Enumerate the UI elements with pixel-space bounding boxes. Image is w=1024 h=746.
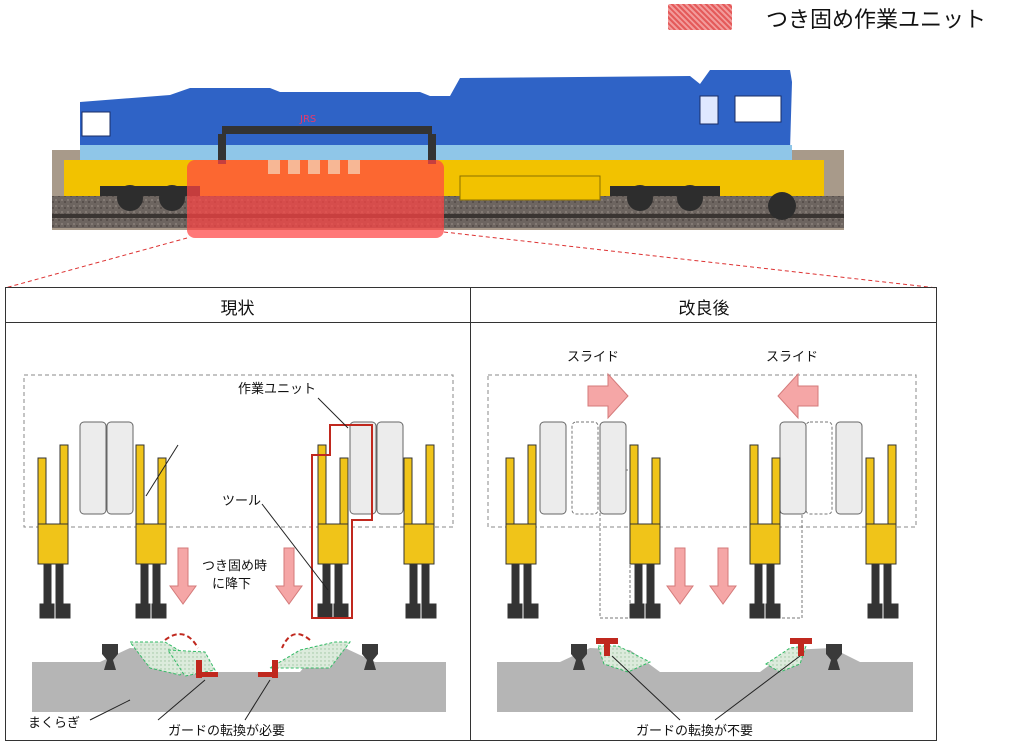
header-divider: [5, 322, 937, 323]
work-unit-gray-right: [539, 421, 863, 515]
work-unit-highlight: [187, 160, 444, 238]
slide-arrow-icon: [587, 372, 819, 420]
label-sleeper: まくらぎ: [28, 716, 81, 731]
guard-red-right: [596, 638, 812, 656]
comparison-frame: [5, 287, 937, 741]
current-panel-drawing: [23, 374, 454, 721]
improved-panel-drawing: [487, 372, 917, 721]
label-tamping-lower-2: に降下: [212, 577, 252, 592]
guard-area-right: [597, 645, 807, 673]
legend-swatch: [668, 4, 732, 30]
label-work-unit: 作業ユニット: [238, 382, 317, 397]
label-tamping-lower-1: つき固め時: [202, 559, 268, 574]
label-guard-needed: ガードの転換が必要: [168, 724, 286, 739]
projection-line-left: [4, 237, 188, 289]
tool-yellow-right: [505, 444, 899, 619]
rail-left-panel: [102, 644, 378, 670]
panel-title-current: 現状: [220, 299, 255, 319]
label-tool: ツール: [222, 494, 262, 509]
rail-right-panel: [571, 644, 842, 670]
lower-arrow-icon: [666, 547, 737, 605]
panel-divider: [470, 287, 471, 741]
locomotive-photo: JRS: [52, 70, 844, 238]
svg-text:JRS: JRS: [299, 114, 316, 125]
label-slide-right: スライド: [766, 350, 819, 365]
legend-label: つき固め作業ユニット: [766, 8, 987, 33]
projection-line-right: [443, 231, 938, 289]
label-guard-unneeded: ガードの転換が不要: [636, 724, 754, 739]
panel-title-improved: 改良後: [678, 299, 730, 319]
label-slide-left: スライド: [567, 350, 620, 365]
guard-area-left: [128, 641, 352, 677]
guard-red-left: [196, 660, 278, 678]
lower-arrow-icon: [169, 547, 303, 605]
rotate-arrow-icon: [281, 633, 311, 649]
work-unit-gray-left: [79, 421, 404, 515]
tool-yellow-left: [37, 444, 437, 619]
rotate-arrow-icon: [164, 633, 199, 649]
